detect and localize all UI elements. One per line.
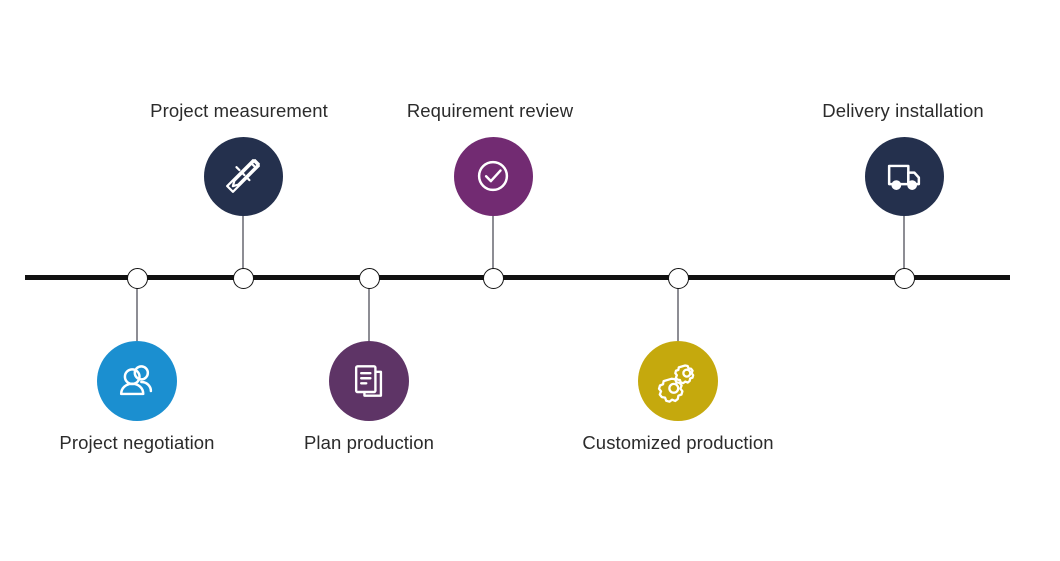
step-disc-project-measurement[interactable]	[203, 136, 283, 216]
stem-delivery-installation	[903, 215, 905, 278]
node-marker-project-measurement[interactable]	[232, 267, 254, 289]
stem-requirement-review	[492, 215, 494, 278]
stem-project-negotiation	[136, 278, 138, 341]
step-label-plan-production: Plan production	[303, 432, 435, 453]
step-label-requirement-review: Requirement review	[406, 100, 574, 121]
delivery-truck-icon	[881, 153, 927, 199]
gears-icon	[655, 358, 701, 404]
node-marker-delivery-installation[interactable]	[893, 267, 915, 289]
step-label-customized-production: Customized production	[582, 432, 774, 453]
ruler-pencil-icon	[220, 153, 266, 199]
stem-plan-production	[368, 278, 370, 341]
step-disc-requirement-review[interactable]	[453, 136, 533, 216]
documents-icon	[347, 359, 391, 403]
node-marker-customized-production[interactable]	[667, 267, 689, 289]
node-marker-project-negotiation[interactable]	[126, 267, 148, 289]
step-label-project-negotiation: Project negotiation	[59, 432, 215, 453]
users-icon	[114, 358, 160, 404]
node-marker-requirement-review[interactable]	[482, 267, 504, 289]
step-label-project-measurement: Project measurement	[150, 100, 328, 121]
node-marker-plan-production[interactable]	[358, 267, 380, 289]
step-disc-plan-production[interactable]	[329, 341, 409, 421]
step-disc-delivery-installation[interactable]	[864, 136, 944, 216]
stem-customized-production	[677, 278, 679, 341]
stem-project-measurement	[242, 215, 244, 278]
timeline-axis	[25, 275, 1010, 280]
check-circle-icon	[470, 153, 516, 199]
step-disc-customized-production[interactable]	[638, 341, 718, 421]
step-disc-project-negotiation[interactable]	[97, 341, 177, 421]
step-label-delivery-installation: Delivery installation	[822, 100, 984, 121]
